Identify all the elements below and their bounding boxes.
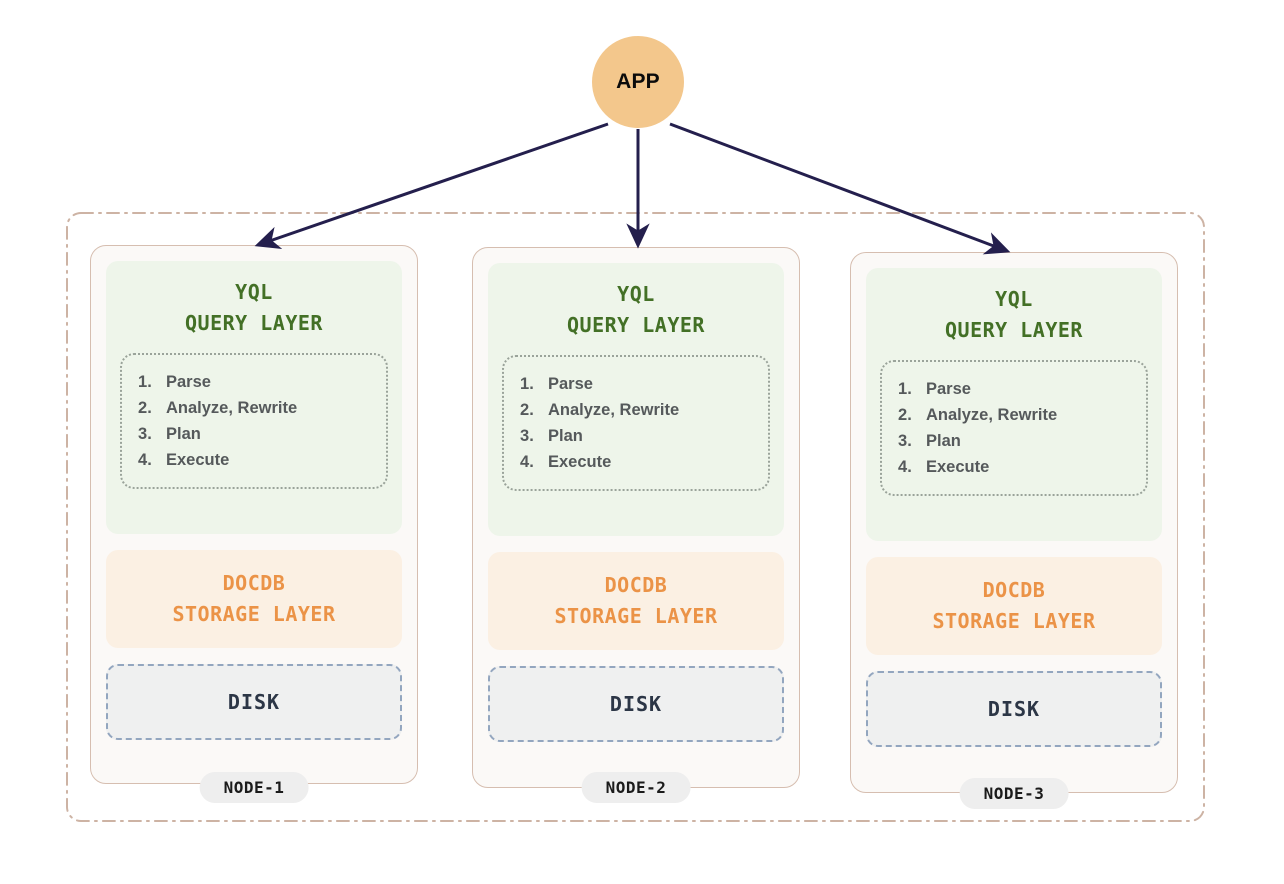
node-2-step-1: Parse xyxy=(520,371,593,397)
node-3-query-layer-title: YQL QUERY LAYER xyxy=(945,287,1083,342)
node-2-badge: NODE-2 xyxy=(581,772,691,803)
node-1-step-1: Parse xyxy=(138,369,211,395)
node-1-step-3: Plan xyxy=(138,421,201,447)
node-3-steps-box: Parse Analyze, Rewrite Plan Execute xyxy=(880,360,1148,497)
node-3-step-2: Analyze, Rewrite xyxy=(898,402,1058,428)
node-3-step-4: Execute xyxy=(898,454,990,480)
node-2-storage-layer[interactable]: DOCDB STORAGE LAYER xyxy=(488,552,784,650)
node-1-step-2: Analyze, Rewrite xyxy=(138,395,298,421)
node-1-steps-box: Parse Analyze, Rewrite Plan Execute xyxy=(120,353,388,490)
node-1-step-4: Execute xyxy=(138,447,230,473)
node-3-steps-list: Parse Analyze, Rewrite Plan Execute xyxy=(892,376,1136,480)
node-3-step-3: Plan xyxy=(898,428,961,454)
node-1-query-layer[interactable]: YQL QUERY LAYER Parse Analyze, Rewrite P… xyxy=(106,261,402,534)
node-2-steps-box: Parse Analyze, Rewrite Plan Execute xyxy=(502,355,770,492)
node-card-2[interactable]: YQL QUERY LAYER Parse Analyze, Rewrite P… xyxy=(472,247,800,788)
node-2-step-2: Analyze, Rewrite xyxy=(520,397,680,423)
node-3-badge: NODE-3 xyxy=(959,778,1069,809)
node-3-step-1: Parse xyxy=(898,376,971,402)
node-2-disk[interactable]: DISK xyxy=(488,666,784,742)
node-2-step-4: Execute xyxy=(520,449,612,475)
node-1-storage-layer-title: DOCDB STORAGE LAYER xyxy=(172,571,336,626)
node-1-disk[interactable]: DISK xyxy=(106,664,402,740)
node-3-content: YQL QUERY LAYER Parse Analyze, Rewrite P… xyxy=(851,253,1177,792)
node-1-badge: NODE-1 xyxy=(199,772,309,803)
node-3-storage-layer-title: DOCDB STORAGE LAYER xyxy=(932,578,1096,633)
node-1-query-layer-title: YQL QUERY LAYER xyxy=(185,280,323,335)
node-1-content: YQL QUERY LAYER Parse Analyze, Rewrite P… xyxy=(91,246,417,783)
node-1-storage-layer[interactable]: DOCDB STORAGE LAYER xyxy=(106,550,402,648)
node-3-disk-label: DISK xyxy=(987,697,1041,721)
node-1-disk-label: DISK xyxy=(227,690,281,714)
node-3-storage-layer[interactable]: DOCDB STORAGE LAYER xyxy=(866,557,1162,655)
node-2-query-layer[interactable]: YQL QUERY LAYER Parse Analyze, Rewrite P… xyxy=(488,263,784,536)
node-2-steps-list: Parse Analyze, Rewrite Plan Execute xyxy=(514,371,758,475)
node-1-steps-list: Parse Analyze, Rewrite Plan Execute xyxy=(132,369,376,473)
app-label: APP xyxy=(616,70,660,93)
node-3-disk[interactable]: DISK xyxy=(866,671,1162,747)
node-2-disk-label: DISK xyxy=(609,692,663,716)
node-card-1[interactable]: YQL QUERY LAYER Parse Analyze, Rewrite P… xyxy=(90,245,418,784)
node-2-query-layer-title: YQL QUERY LAYER xyxy=(567,282,705,337)
node-2-storage-layer-title: DOCDB STORAGE LAYER xyxy=(554,573,718,628)
node-3-query-layer[interactable]: YQL QUERY LAYER Parse Analyze, Rewrite P… xyxy=(866,268,1162,541)
node-2-step-3: Plan xyxy=(520,423,583,449)
app-circle-icon[interactable]: APP xyxy=(592,36,684,128)
node-2-content: YQL QUERY LAYER Parse Analyze, Rewrite P… xyxy=(473,248,799,787)
node-card-3[interactable]: YQL QUERY LAYER Parse Analyze, Rewrite P… xyxy=(850,252,1178,793)
